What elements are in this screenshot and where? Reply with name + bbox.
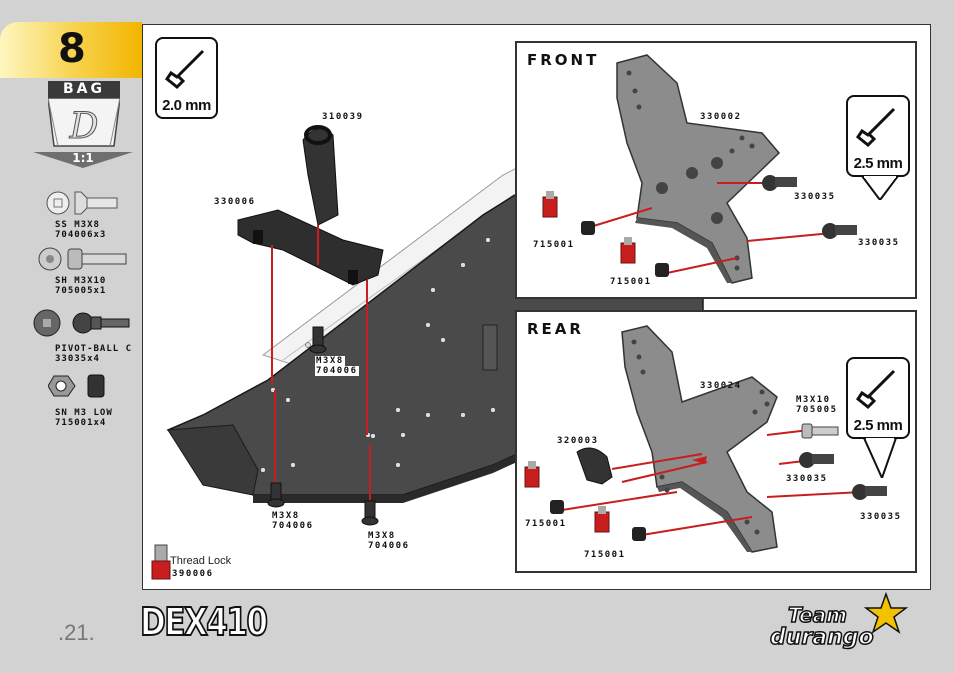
screw-label: M3X8: [315, 356, 345, 366]
rear-shock-tower-diagram: [524, 325, 887, 553]
wrench-size: 2.5 mm: [853, 155, 903, 172]
button-head-screw-icon: [38, 247, 127, 271]
part-name: SN M3 LOW: [55, 408, 113, 418]
part-label: 715001: [584, 550, 626, 560]
screw-code: 704006: [272, 521, 314, 531]
svg-text:Team: Team: [788, 603, 847, 627]
part-label: 330035: [860, 512, 902, 522]
bag-icon: D: [48, 98, 120, 148]
pivot-ball-icon: [33, 309, 130, 337]
step-number: 8: [58, 26, 86, 72]
bag-letter: D: [69, 106, 99, 147]
part-label: 330035: [786, 474, 828, 484]
part-code: 704006x3: [55, 230, 107, 240]
screw-label: M3X8: [368, 531, 396, 541]
screw-label: M3X8: [272, 511, 300, 521]
part-name: PIVOT-BALL C: [55, 344, 133, 354]
wrench-size: 2.5 mm: [853, 417, 903, 434]
screw-code: 704006: [368, 541, 410, 551]
rear-panel: REAR: [515, 310, 917, 573]
scale-label: 1:1: [72, 151, 94, 165]
part-label: 715001: [610, 277, 652, 287]
part-label: 330035: [794, 192, 836, 202]
front-shock-tower-diagram: [542, 54, 857, 284]
hex-wrench-icon: [164, 49, 205, 89]
part-label: 330006: [214, 197, 256, 207]
wrench-size: 2.0 mm: [162, 97, 211, 114]
flat-head-screw-icon: [46, 191, 118, 215]
part-code: 715001x4: [55, 418, 107, 428]
panel-title: REAR: [527, 320, 584, 338]
part-label: 330002: [700, 112, 742, 122]
part-label: 715001: [533, 240, 575, 250]
part-code: 33035x4: [55, 354, 100, 364]
callout-pointer: [860, 176, 900, 200]
panel-title: FRONT: [527, 51, 600, 69]
part-name: SH M3X10: [55, 276, 107, 286]
brand-logo: Team durango: [769, 592, 909, 651]
threadlock-label: Thread Lock: [170, 555, 232, 567]
part-name: SS M3X8: [55, 220, 100, 230]
hex-wrench-icon: [855, 107, 896, 147]
part-label: 320003: [557, 436, 599, 446]
part-label: 310039: [322, 112, 364, 122]
part-label: 330024: [700, 381, 742, 391]
part-label: 715001: [525, 519, 567, 529]
hex-wrench-badge: 2.0 mm: [155, 37, 218, 119]
part-label: 330035: [858, 238, 900, 248]
callout-pointer: [862, 438, 898, 478]
screw-code: 704006: [315, 366, 359, 376]
hex-wrench-badge: 2.5 mm: [846, 357, 910, 439]
page-number: .21.: [58, 620, 95, 645]
svg-text:durango: durango: [770, 625, 874, 650]
scale-arrow-icon: [33, 152, 133, 168]
screw-code: 705005: [796, 405, 838, 415]
screw-label: M3X10: [796, 395, 831, 405]
step-tab: [0, 22, 142, 78]
threadlock-code: 390006: [172, 569, 214, 579]
hex-wrench-badge: 2.5 mm: [846, 95, 910, 177]
part-code: 705005x1: [55, 286, 107, 296]
lock-nut-icon: [48, 374, 105, 398]
bag-label: BAG: [48, 81, 120, 98]
model-logo: DEX410: [139, 599, 269, 645]
hex-wrench-icon: [855, 369, 896, 409]
